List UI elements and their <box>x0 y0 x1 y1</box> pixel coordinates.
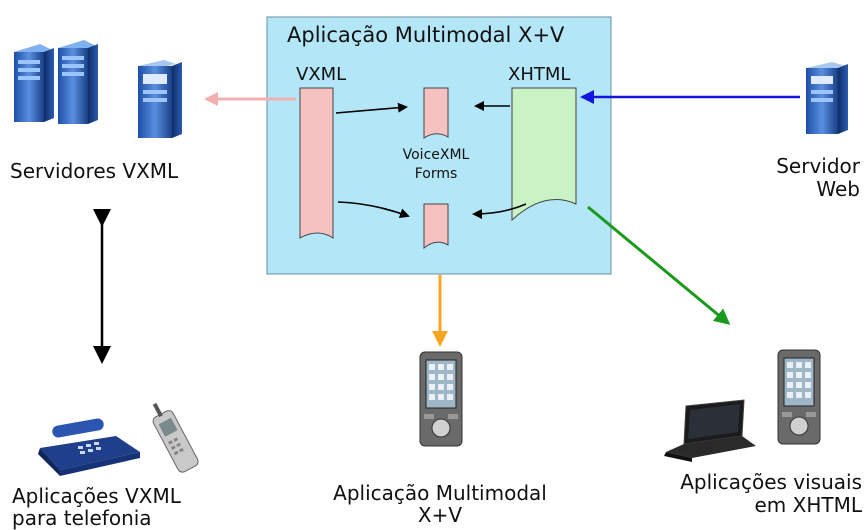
vxml-label: VXML <box>296 64 347 85</box>
cell-phone-icon <box>152 402 199 473</box>
arrow-vxml-to-form-bottom <box>337 201 410 218</box>
arrow-to-visual-apps <box>587 205 731 325</box>
telephony-label-line1: Aplicações VXML <box>12 484 181 508</box>
forms-label-line2: Forms <box>414 166 458 182</box>
web-server-label-line1: Servidor <box>776 154 860 178</box>
vxml-servers-icon <box>14 40 182 138</box>
web-server-label-line2: Web <box>816 177 860 201</box>
web-server-icon <box>806 62 848 134</box>
desk-phone-icon <box>38 418 140 476</box>
visual-apps-label-line1: Aplicações visuais <box>680 470 862 494</box>
arrow-xhtml-to-form-bottom <box>472 203 527 219</box>
form-document-bottom <box>423 203 449 250</box>
forms-label-line1: VoiceXML <box>402 147 470 163</box>
form-document-top <box>423 87 449 139</box>
pda-icon <box>419 351 463 447</box>
arrow-vxml-to-form-top <box>335 102 408 114</box>
telephony-label-line2: para telefonia <box>12 506 152 530</box>
app-box-title: Aplicação Multimodal X+V <box>287 23 565 47</box>
multimodal-app-label-line1: Aplicação Multimodal <box>333 481 547 505</box>
xhtml-label: XHTML <box>508 64 571 85</box>
laptop-icon <box>664 399 756 462</box>
visual-apps-label-line2: em XHTML <box>754 493 863 517</box>
multimodal-app-label-line2: X+V <box>417 503 463 527</box>
vxml-servers-label: Servidores VXML <box>10 159 179 183</box>
vxml-document <box>299 87 334 239</box>
pda-icon-visual <box>777 349 821 445</box>
xhtml-document <box>511 87 577 222</box>
